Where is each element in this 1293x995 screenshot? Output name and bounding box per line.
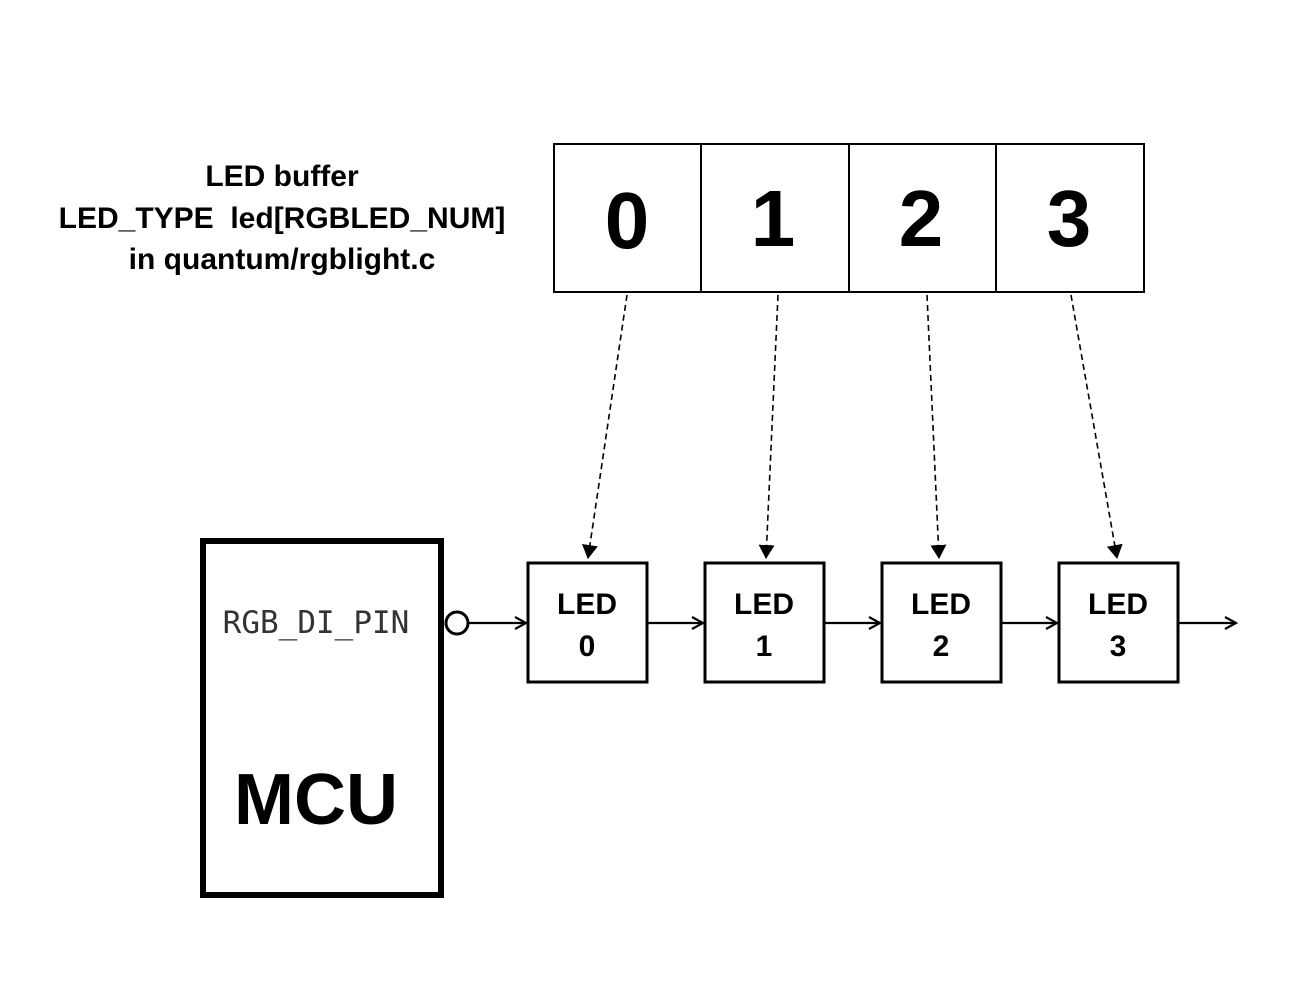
led-index-1: 1 [756, 630, 773, 663]
led-box-3 [1057, 561, 1180, 684]
mapping-arrow-1 [758, 294, 779, 559]
caption-line-3: in quantum/rgblight.c [129, 243, 436, 276]
buffer-cell-3 [995, 143, 1145, 293]
caption-line-1: LED buffer [205, 160, 359, 193]
buffer-caption: LED buffer LED_TYPE led[RGBLED_NUM] in q… [59, 160, 506, 276]
mcu-box [200, 538, 444, 898]
buffer-index-1: 1 [751, 174, 796, 263]
output-pin-icon [444, 610, 470, 636]
mapping-arrow-0 [581, 294, 628, 559]
led-index-2: 2 [933, 630, 950, 663]
led-index-0: 0 [579, 630, 596, 663]
led-label-1: LED [734, 588, 794, 621]
buffer-index-2: 2 [899, 174, 944, 263]
rgb-di-pin-label: RGB_DI_PIN [223, 605, 410, 641]
led-1: LED 1 [703, 561, 826, 684]
led-index-3: 3 [1110, 630, 1127, 663]
led-3: LED 3 [1057, 561, 1180, 684]
mapping-arrow-3 [1070, 294, 1123, 559]
led-buffer-array: 0 1 2 3 [553, 143, 1145, 293]
mapping-arrow-2 [926, 294, 947, 559]
led-label-3: LED [1088, 588, 1148, 621]
buffer-to-led-mappings [581, 294, 1123, 559]
led-2: LED 2 [880, 561, 1003, 684]
buffer-index-3: 3 [1047, 174, 1092, 263]
caption-line-2: LED_TYPE led[RGBLED_NUM] [59, 202, 506, 235]
mcu-label: MCU [234, 760, 398, 840]
led-box-1 [703, 561, 826, 684]
led-0: LED 0 [526, 561, 649, 684]
buffer-index-0: 0 [605, 176, 650, 265]
mcu-block: RGB_DI_PIN MCU [200, 538, 444, 898]
led-label-0: LED [557, 588, 617, 621]
led-box-2 [880, 561, 1003, 684]
led-box-0 [526, 561, 649, 684]
led-label-2: LED [911, 588, 971, 621]
